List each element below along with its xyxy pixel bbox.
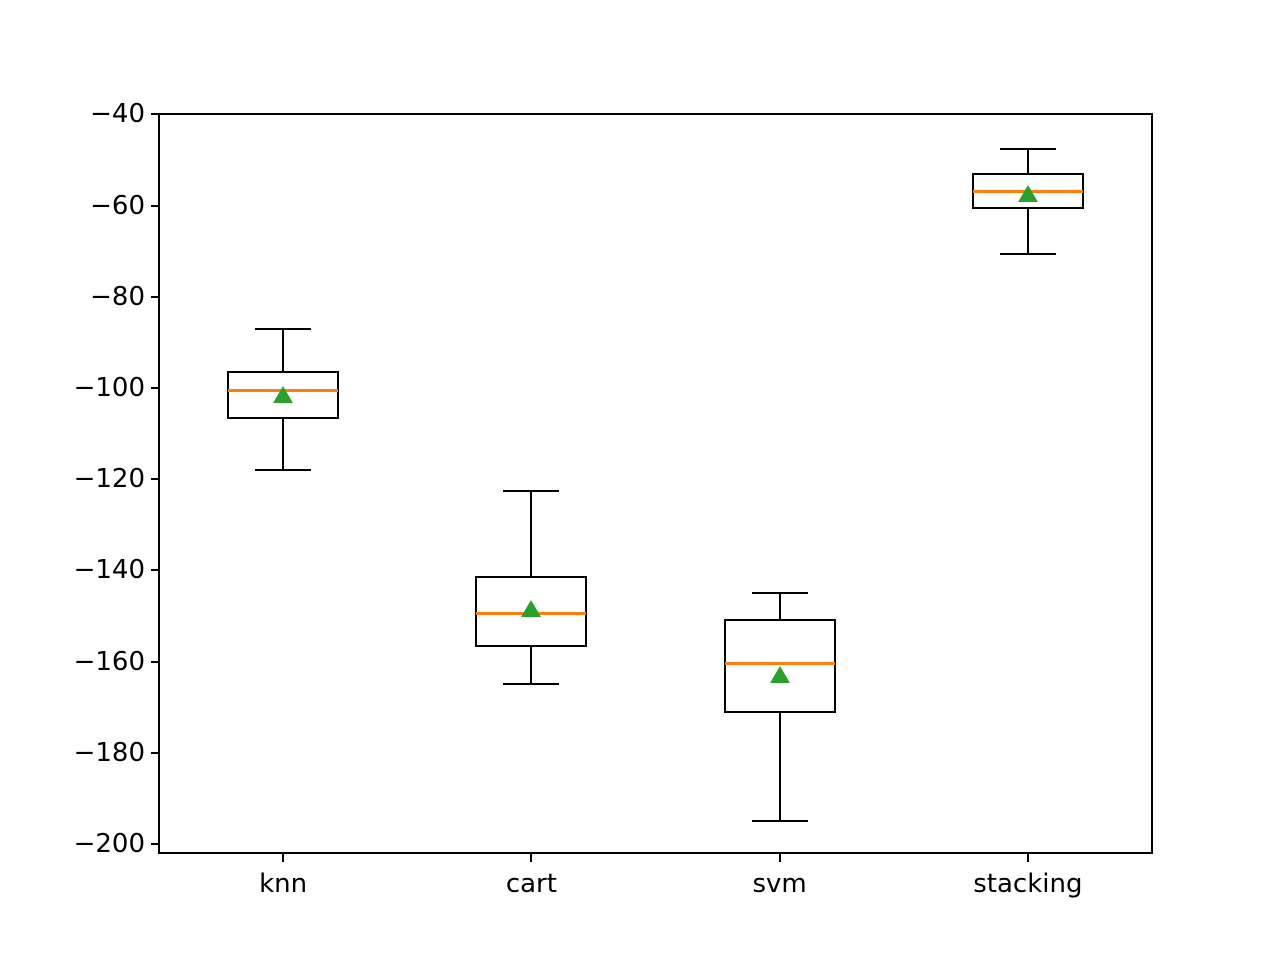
whisker-cap-upper [255,327,312,330]
y-axis-tick [151,386,158,389]
y-axis-tick [151,295,158,298]
whisker-lower-line [282,417,285,471]
y-axis-tick-label: −40 [90,99,145,130]
y-axis-tick [151,478,158,481]
y-axis-tick-label: −180 [73,737,145,768]
y-axis-tick [151,660,158,663]
whisker-upper-line [282,328,285,373]
y-axis-tick [151,842,158,845]
x-axis-tick-label: cart [505,869,557,899]
x-axis-tick [530,854,533,862]
whisker-cap-lower [255,469,312,472]
y-axis-tick-label: −200 [73,828,145,859]
whisker-lower-line [530,645,533,685]
x-axis-tick-label: knn [259,869,308,899]
x-axis-tick-label: svm [752,869,807,899]
whisker-lower-line [1026,207,1029,254]
whisker-cap-lower [503,683,560,686]
x-axis-tick-label: stacking [973,869,1083,899]
plot-area [158,113,1153,854]
y-axis-tick-label: −140 [73,555,145,586]
y-axis-tick-label: −60 [90,190,145,221]
whisker-upper-line [530,490,533,578]
x-axis-tick [1026,854,1029,862]
y-axis-tick [151,204,158,207]
box-knn [227,371,340,419]
whisker-cap-upper [751,592,808,595]
whisker-cap-upper [999,147,1056,150]
y-axis-tick-label: −160 [73,646,145,677]
whisker-cap-upper [503,489,560,492]
y-axis-tick [151,113,158,116]
whisker-cap-lower [751,820,808,823]
x-axis-tick [778,854,781,862]
y-axis-tick-label: −100 [73,372,145,403]
mean-triangle-marker-icon [521,600,542,618]
mean-triangle-marker-icon [1017,185,1038,203]
y-axis-tick-label: −120 [73,464,145,495]
whisker-cap-lower [999,252,1056,255]
median-line [724,662,835,666]
whisker-upper-line [1026,148,1029,174]
box-svm [723,619,836,713]
whisker-lower-line [778,711,781,822]
mean-triangle-marker-icon [769,666,790,684]
y-axis-tick [151,569,158,572]
y-axis-tick-label: −80 [90,281,145,312]
y-axis-tick [151,751,158,754]
whisker-upper-line [778,593,781,621]
x-axis-tick [282,854,285,862]
mean-triangle-marker-icon [273,385,294,403]
